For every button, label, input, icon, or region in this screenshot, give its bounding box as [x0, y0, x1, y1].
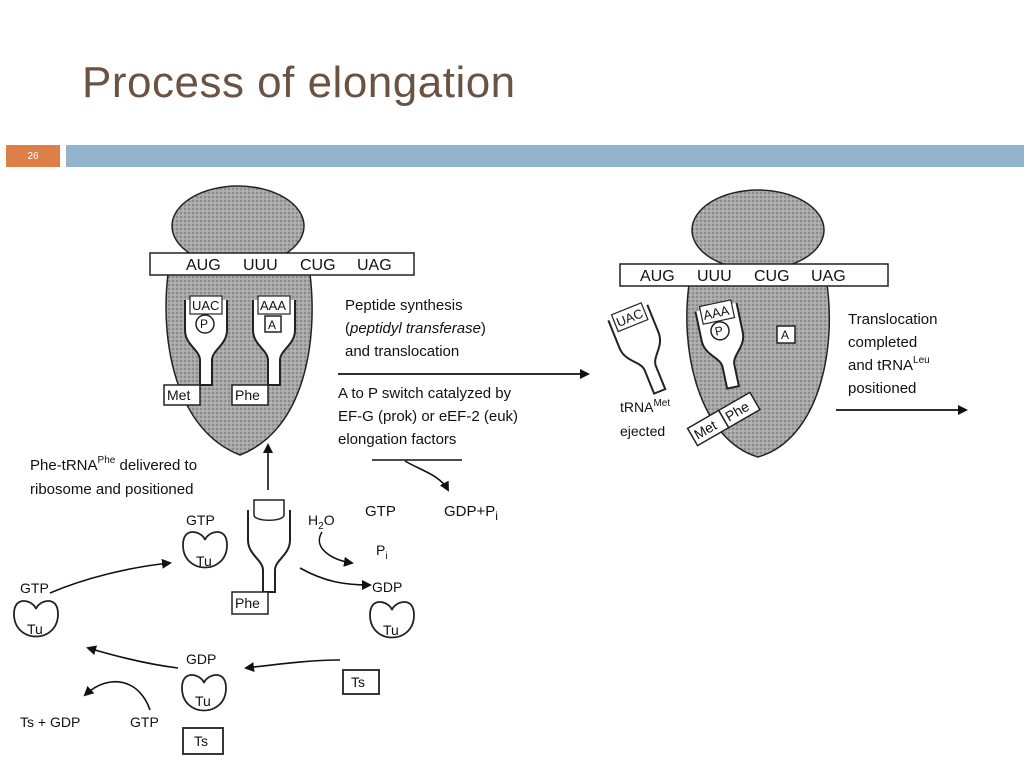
step-gtp: GTP: [365, 503, 396, 520]
svg-text:tRNAMet: tRNAMet: [620, 398, 670, 415]
delivered-label: Phe-tRNA: [30, 457, 98, 474]
amino-acid-phe-left: Phe: [235, 387, 260, 403]
pi-sub: i: [385, 551, 387, 562]
release-arrow: [83, 680, 151, 711]
svg-text:Pi: Pi: [376, 542, 388, 562]
delivered-label-2: ribosome and positioned: [30, 481, 193, 498]
pi-label: P: [376, 542, 385, 558]
ejected-label: ejected: [620, 423, 665, 439]
step-line-2-italic: peptidyl transferase: [349, 320, 481, 337]
p-site-left: P: [200, 317, 208, 331]
page-number: 26: [27, 150, 39, 162]
translocation-sup: Leu: [913, 355, 930, 366]
ts-right-box: [342, 669, 380, 695]
anticodon-left-1: UAC: [192, 298, 219, 313]
svg-text:Phe-tRNAPhe delivered to: Phe-tRNAPhe delivered to: [30, 455, 197, 474]
tu-right-shape: [369, 601, 415, 639]
ts-right: Ts: [351, 674, 365, 690]
ts-bottom: Ts: [194, 733, 208, 749]
tu-left: Tu: [27, 621, 43, 637]
h2o-arrow: [318, 531, 354, 567]
a-site-left: A: [268, 318, 276, 332]
h2o-o: O: [324, 512, 335, 528]
ejected-trna-label: tRNA: [620, 399, 654, 415]
delivered-sup: Phe: [98, 455, 116, 466]
translocation-line-2: completed: [848, 334, 917, 351]
phe-center-label: Phe: [235, 595, 260, 611]
step-peptide-synthesis: Peptide synthesis (peptidyl transferase)…: [338, 297, 590, 523]
h2o-sub: 2: [318, 521, 324, 532]
trna-phe-left: AAA A Phe: [231, 295, 296, 406]
anticodon-right-2: AAA: [702, 303, 731, 323]
gtp-left: GTP: [20, 580, 49, 596]
svg-text:and tRNALeu: and tRNALeu: [848, 355, 930, 374]
step-line-2-open: (: [345, 320, 350, 337]
ts-bottom-box: [182, 727, 224, 755]
tu-right: Tu: [383, 622, 399, 638]
step-line-2-close: ): [481, 320, 486, 337]
codon-left-3: CUG: [300, 257, 336, 274]
codon-left-4: UAG: [357, 257, 392, 274]
mrna-strand-left: [149, 252, 415, 276]
trna-met-left: UAC P Met: [163, 295, 228, 406]
phe-trna-center: Phe: [231, 499, 291, 615]
step-line-1: Peptide synthesis: [345, 297, 463, 314]
step-line-5: EF-G (prok) or eEF-2 (euk): [338, 408, 518, 425]
gtp-curved-arrow: [404, 460, 449, 492]
step-pi-sub: i: [495, 509, 498, 523]
ribosome-right-small-subunit: [691, 189, 825, 271]
a-site-right: A: [781, 328, 789, 342]
h2o-label: H: [308, 512, 318, 528]
gtp-bottom-left: GTP: [130, 714, 159, 730]
codon-right-4: UAG: [811, 268, 846, 285]
page-number-badge: 26: [6, 145, 60, 167]
translocation-line-3: and tRNA: [848, 357, 913, 374]
trna-met-ejected: UAC: [607, 302, 667, 395]
tu-top-shape: [182, 531, 228, 569]
step-line-3: and translocation: [345, 343, 459, 360]
ribosome-right: AUG UUU CUG UAG UAC tRNAMet ejected AAA …: [607, 189, 968, 458]
delivered-label-b: delivered to: [115, 457, 197, 474]
step-line-6: elongation factors: [338, 431, 456, 448]
codon-left-1: AUG: [186, 257, 221, 274]
ejected-trna-sup: Met: [653, 398, 670, 409]
step-line-4: A to P switch catalyzed by: [338, 385, 512, 402]
cycle-arrow-bottom-left: [86, 645, 179, 669]
codon-right-3: CUG: [754, 268, 790, 285]
step-gdp-pi: GDP+P: [444, 503, 495, 520]
translocation-line-1: Translocation: [848, 311, 938, 328]
codon-right-1: AUG: [640, 268, 675, 285]
svg-text:GDP+Pi: GDP+Pi: [444, 503, 498, 523]
tu-left-shape: [13, 600, 59, 638]
svg-text:(peptidyl transferase): (peptidyl transferase): [345, 320, 486, 337]
tu-bottom-shape: [181, 674, 227, 712]
trna-phe-right: AAA P: [694, 299, 745, 390]
cycle-arrow-left-top: [49, 558, 172, 594]
slide-title: Process of elongation: [82, 58, 516, 107]
anticodon-left-2: AAA: [260, 298, 286, 313]
title-accent-bar: [66, 145, 1024, 167]
gtp-top: GTP: [186, 512, 215, 528]
ts-gdp-label: Ts + GDP: [20, 714, 80, 730]
svg-text:H2O: H2O: [308, 512, 335, 532]
tu-top: Tu: [196, 553, 212, 569]
p-site-right: P: [714, 323, 725, 338]
codon-left-2: UUU: [243, 257, 278, 274]
tu-bottom: Tu: [195, 693, 211, 709]
amino-acid-met-left: Met: [167, 387, 190, 403]
gdp-bottom: GDP: [186, 651, 216, 667]
gdp-right: GDP: [372, 579, 402, 595]
cycle-arrow-top-right: [299, 567, 372, 590]
codon-right-2: UUU: [697, 268, 732, 285]
ef-tu-cycle: Phe-tRNAPhe delivered to ribosome and po…: [13, 443, 415, 755]
mrna-strand-right: [619, 263, 889, 287]
translocation-line-4: positioned: [848, 380, 916, 397]
ribosome-left: AUG UUU CUG UAG UAC P Met AAA A Phe: [149, 185, 415, 456]
ts-right-arrow: [244, 659, 341, 673]
